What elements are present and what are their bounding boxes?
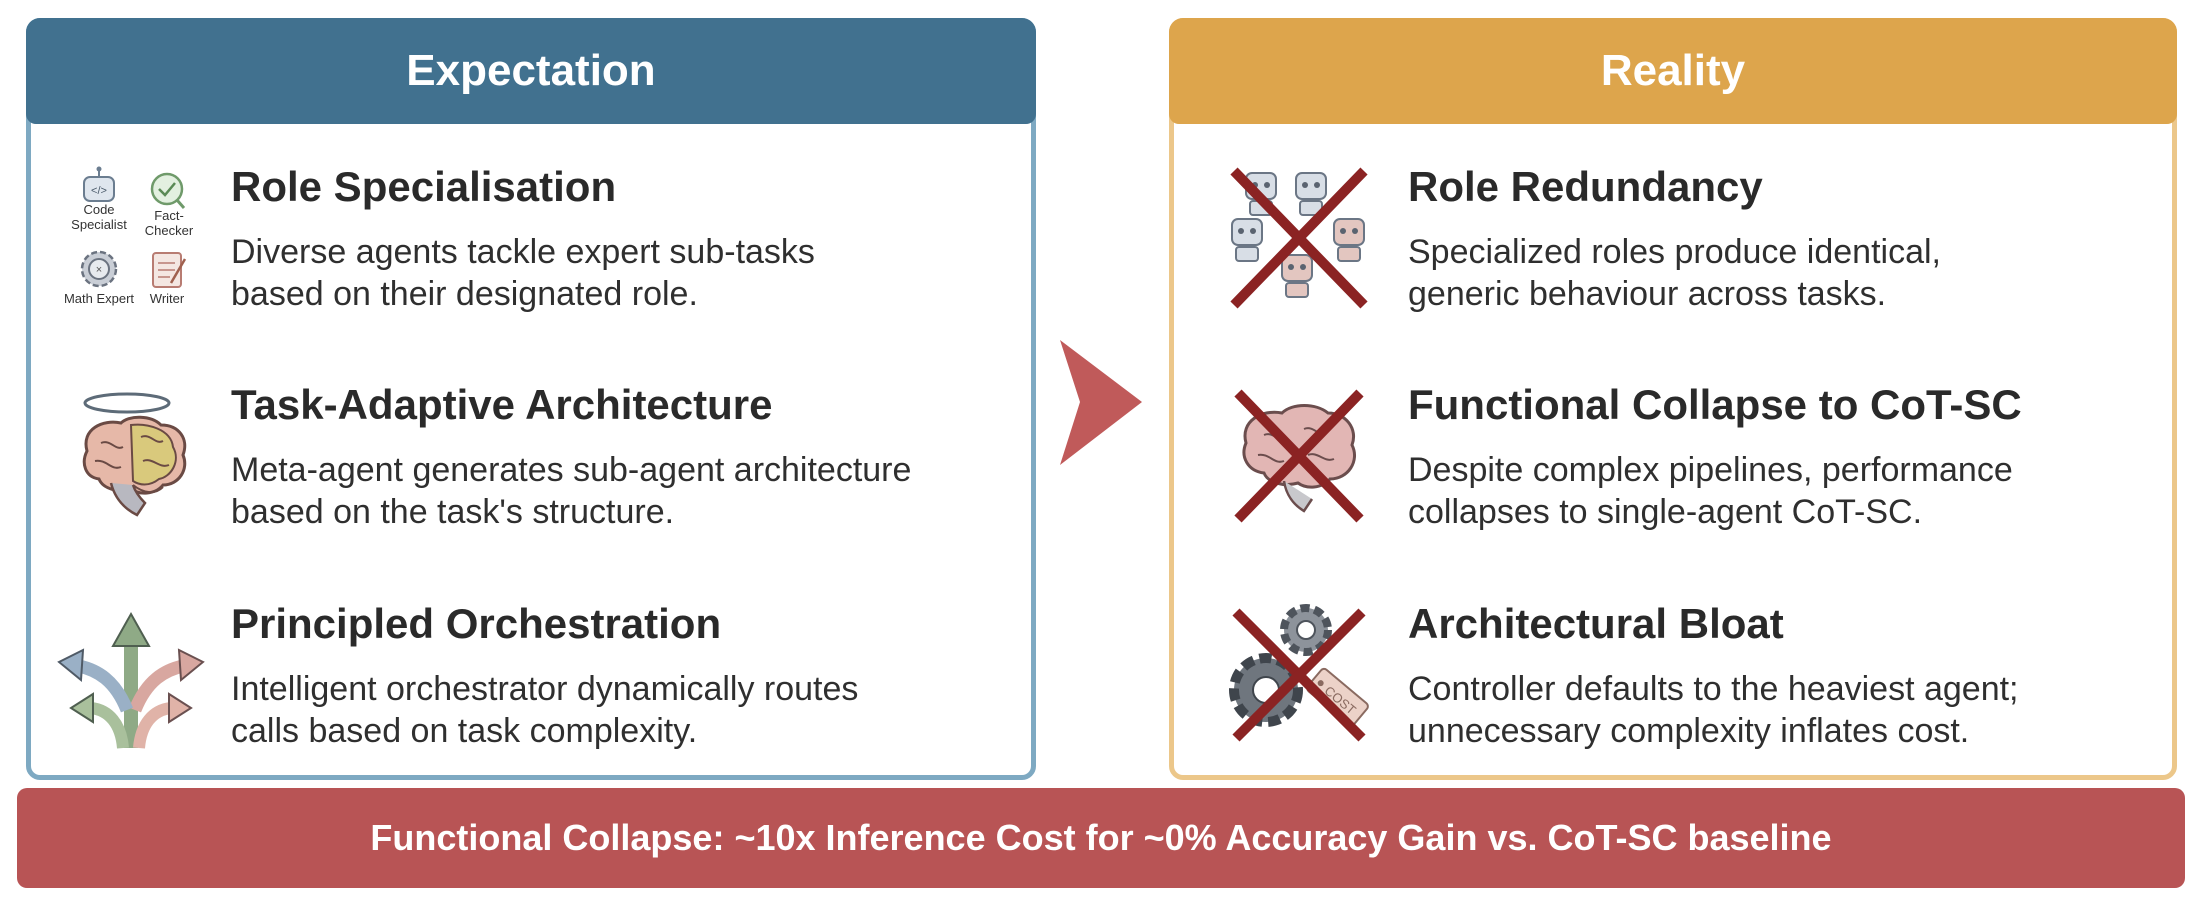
item-title: Task-Adaptive Architecture bbox=[231, 381, 773, 428]
reality-item-role-redundancy: Role Redundancy Specialized roles produc… bbox=[1174, 163, 2172, 333]
role-agents-icon: </> Code Specialist Fact- Checker × Math… bbox=[64, 166, 194, 306]
branching-arrows-icon bbox=[57, 611, 205, 749]
item-description-line: based on the task's structure. bbox=[231, 493, 675, 531]
expectation-item-orchestration: Principled Orchestration Intelligent orc… bbox=[31, 600, 1031, 770]
crossed-gears-cost-icon: COST bbox=[1229, 604, 1369, 742]
item-description-line: Intelligent orchestrator dynamically rou… bbox=[231, 670, 859, 708]
svg-text:</>: </> bbox=[91, 185, 107, 197]
item-description-line: Despite complex pipelines, performance bbox=[1408, 451, 2013, 489]
expectation-item-task-adaptive: Task-Adaptive Architecture Meta-agent ge… bbox=[31, 381, 1031, 551]
item-description: Diverse agents tackle expert sub-tasks b… bbox=[231, 231, 815, 315]
svg-text:×: × bbox=[96, 264, 102, 276]
item-description: Intelligent orchestrator dynamically rou… bbox=[231, 668, 858, 752]
crossed-robots-icon bbox=[1230, 167, 1368, 309]
fact-checker-label-1: Fact- bbox=[154, 208, 184, 223]
item-description-line: Diverse agents tackle expert sub-tasks bbox=[231, 233, 815, 271]
crossed-brain-icon bbox=[1234, 389, 1364, 523]
item-title: Principled Orchestration bbox=[231, 600, 722, 647]
code-specialist-label-2: Specialist bbox=[71, 217, 127, 232]
item-title: Role Redundancy bbox=[1408, 163, 1763, 210]
reality-item-functional-collapse: Functional Collapse to CoT-SC Despite co… bbox=[1174, 381, 2172, 551]
item-title: Functional Collapse to CoT-SC bbox=[1408, 381, 2022, 428]
item-description-line: Meta-agent generates sub-agent architect… bbox=[231, 451, 912, 489]
item-description-line: based on their designated role. bbox=[231, 275, 698, 313]
item-description-line: collapses to single-agent CoT-SC. bbox=[1408, 493, 1923, 531]
item-title: Role Specialisation bbox=[231, 163, 617, 210]
item-description-line: calls based on task complexity. bbox=[231, 712, 698, 750]
reality-header: Reality bbox=[1169, 18, 2177, 124]
reality-panel: Reality bbox=[1169, 18, 2177, 780]
reality-item-architectural-bloat: COST Architectural Bloat Controller defa… bbox=[1174, 600, 2172, 770]
item-description-line: Controller defaults to the heaviest agen… bbox=[1408, 670, 2019, 708]
fact-checker-label-2: Checker bbox=[145, 223, 194, 238]
expectation-panel: Expectation </> Code Specialist Fact- Ch… bbox=[26, 18, 1036, 780]
expectation-item-role-specialisation: </> Code Specialist Fact- Checker × Math… bbox=[31, 163, 1031, 333]
item-description: Specialized roles produce identical, gen… bbox=[1408, 231, 1941, 315]
item-description: Meta-agent generates sub-agent architect… bbox=[231, 449, 911, 533]
transition-arrow-icon bbox=[1060, 340, 1142, 465]
math-expert-label: Math Expert bbox=[64, 291, 134, 306]
item-description-line: generic behaviour across tasks. bbox=[1408, 275, 1887, 313]
summary-banner: Functional Collapse: ~10x Inference Cost… bbox=[17, 788, 2185, 888]
item-title: Architectural Bloat bbox=[1408, 600, 1784, 647]
code-specialist-label-1: Code bbox=[83, 202, 114, 217]
brain-halo-icon bbox=[82, 392, 187, 517]
item-description: Controller defaults to the heaviest agen… bbox=[1408, 668, 2019, 752]
item-description: Despite complex pipelines, performance c… bbox=[1408, 449, 2013, 533]
expectation-header: Expectation bbox=[26, 18, 1036, 124]
item-description-line: unnecessary complexity inflates cost. bbox=[1408, 712, 1970, 750]
item-description-line: Specialized roles produce identical, bbox=[1408, 233, 1941, 271]
writer-label: Writer bbox=[150, 291, 185, 306]
